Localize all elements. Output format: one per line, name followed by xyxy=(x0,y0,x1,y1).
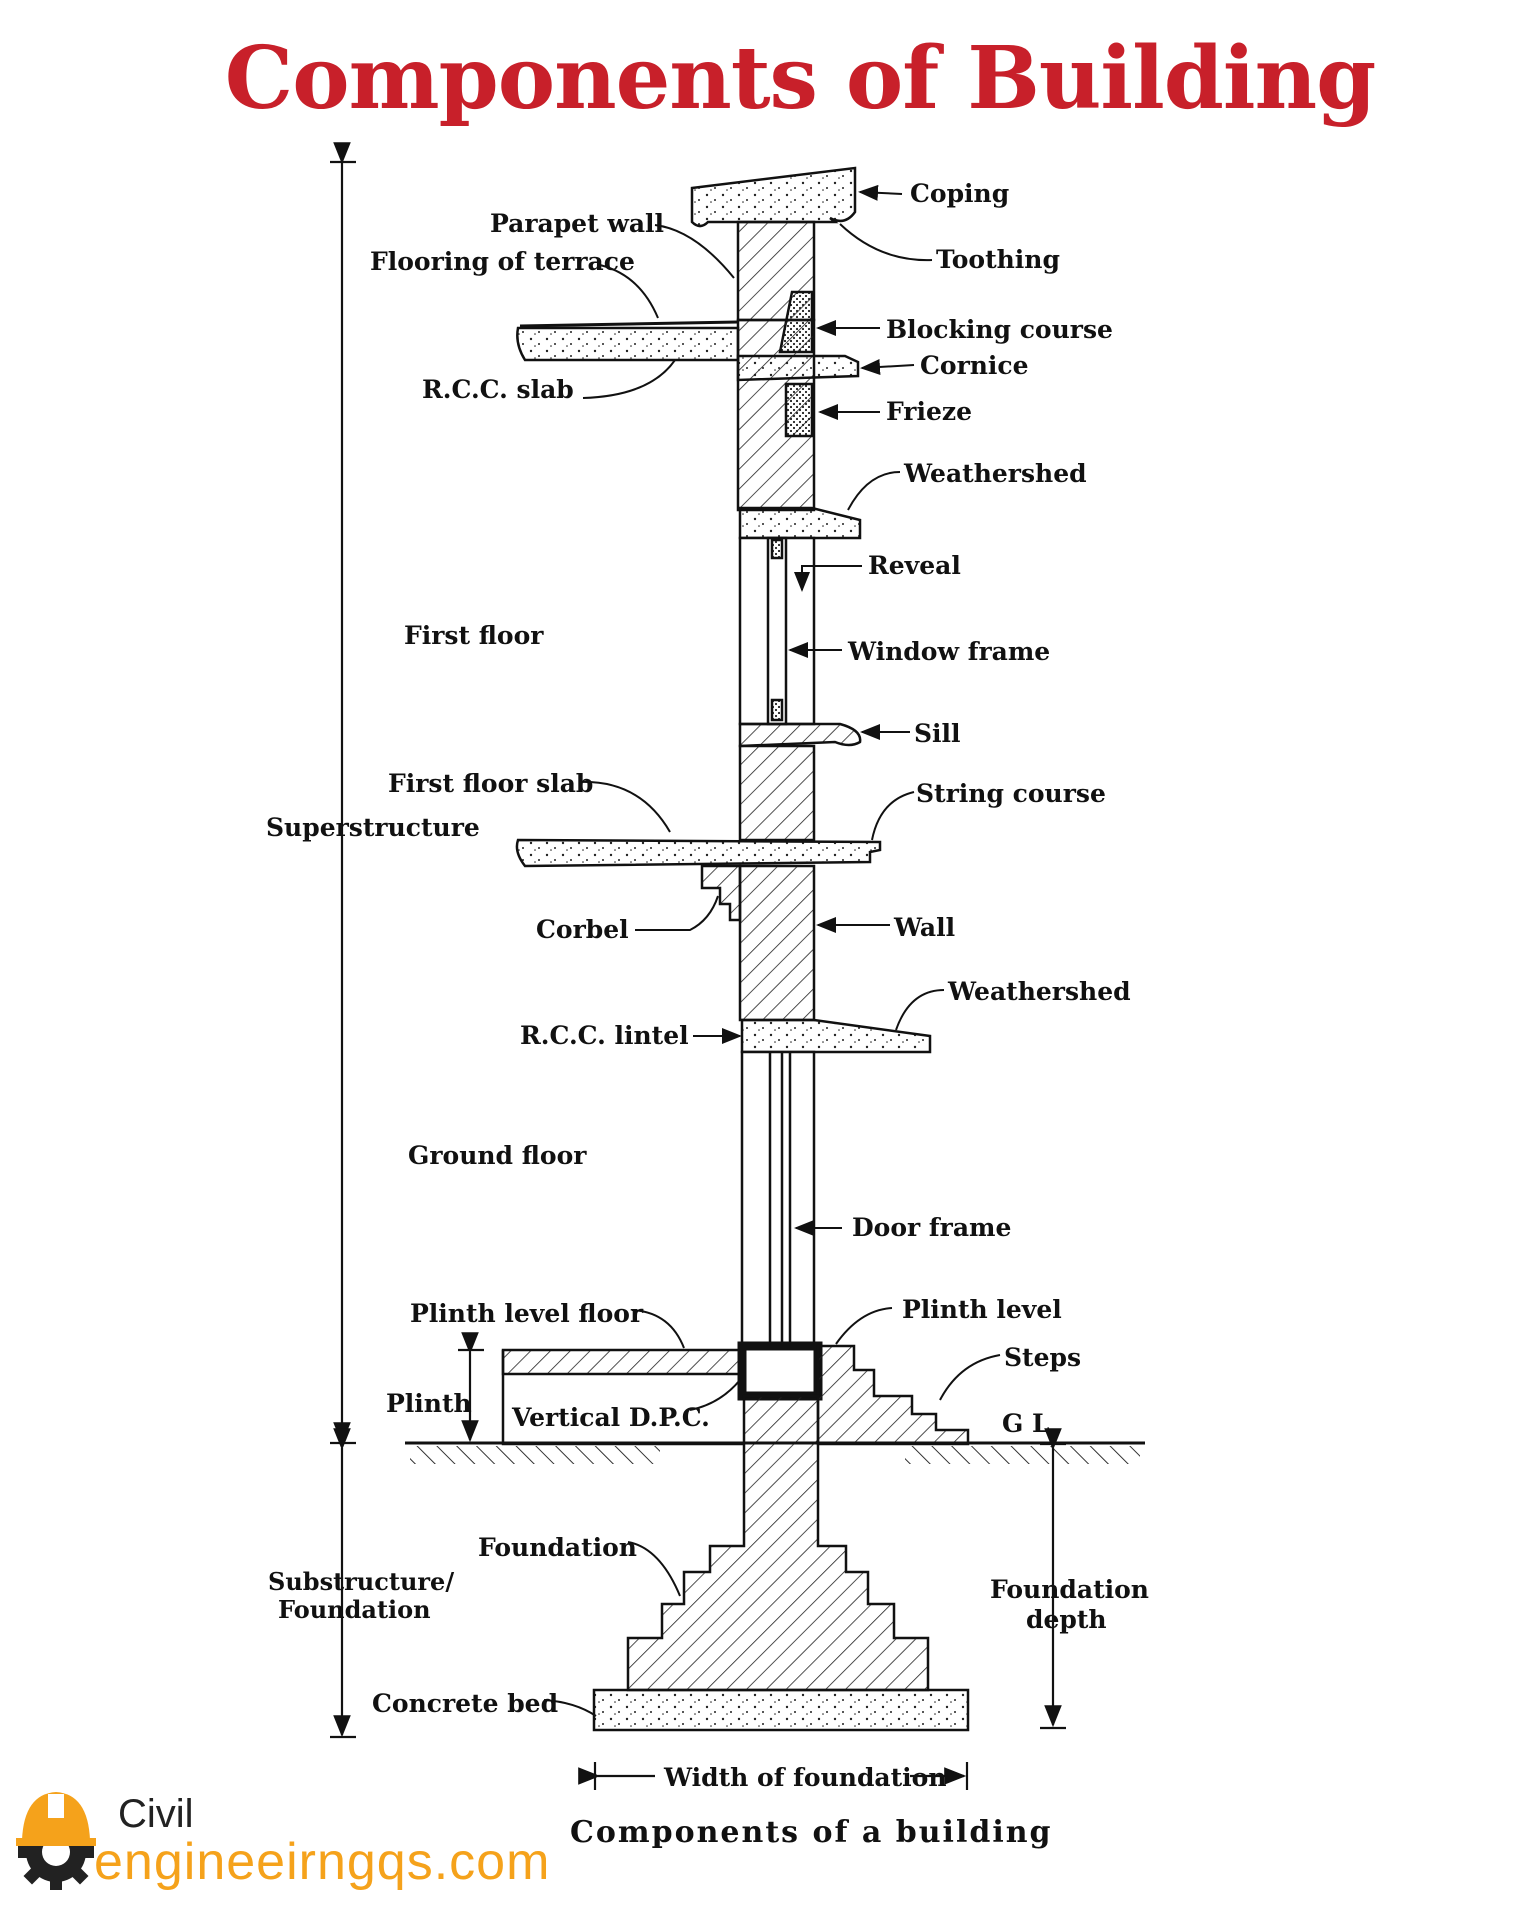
label-width-of-foundation: Width of foundation xyxy=(663,1763,947,1792)
label-rcc-slab: R.C.C. slab xyxy=(422,375,574,404)
corbel-shape xyxy=(700,864,742,922)
frieze-shape xyxy=(784,382,814,438)
label-plinth-level-floor: Plinth level floor xyxy=(410,1299,644,1328)
lintel-weathershed-shape xyxy=(740,1018,932,1054)
gear-helmet-icon xyxy=(16,1792,96,1890)
label-corbel: Corbel xyxy=(536,915,629,944)
label-toothing: Toothing xyxy=(936,245,1060,274)
label-substructure-line1: Substructure/ xyxy=(268,1567,454,1596)
label-sill: Sill xyxy=(914,719,961,748)
label-rcc-lintel: R.C.C. lintel xyxy=(520,1021,689,1050)
label-gl: G L xyxy=(1002,1409,1050,1438)
label-substructure-line2: Foundation xyxy=(278,1595,431,1624)
terrace-slab-shape xyxy=(516,326,740,362)
label-first-floor-slab: First floor slab xyxy=(388,769,593,798)
window-frame-shape xyxy=(766,536,788,726)
label-coping: Coping xyxy=(910,179,1009,208)
page-title: Components of Building xyxy=(224,28,1376,129)
label-concrete-bed: Concrete bed xyxy=(372,1689,558,1718)
logo-domain-text: engineeirngqs.com xyxy=(94,1833,551,1891)
dpc-shape xyxy=(737,1341,823,1401)
label-vertical-dpc: Vertical D.P.C. xyxy=(511,1403,710,1432)
label-foundation: Foundation xyxy=(478,1533,637,1562)
wall-first-floor-shape xyxy=(738,744,816,842)
label-foundation-depth-line2: depth xyxy=(1026,1605,1107,1634)
sill-shape xyxy=(738,722,862,748)
label-superstructure: Superstructure xyxy=(266,813,480,842)
label-first-floor: First floor xyxy=(404,621,544,650)
door-zone-shape xyxy=(740,1050,816,1346)
diagram-caption: Components of a building xyxy=(570,1815,1053,1850)
coping-shape xyxy=(690,166,857,228)
site-logo: Civil engineeirngqs.com xyxy=(14,1788,549,1908)
wall-ground-floor-shape xyxy=(738,864,816,1022)
label-ground-floor: Ground floor xyxy=(408,1141,587,1170)
label-string-course: String course xyxy=(916,779,1106,808)
label-door-frame: Door frame xyxy=(852,1213,1011,1242)
label-weathershed-top: Weathershed xyxy=(903,459,1087,488)
weathershed-top-shape xyxy=(738,506,862,540)
label-wall: Wall xyxy=(893,913,955,942)
label-parapet-wall: Parapet wall xyxy=(490,209,664,238)
concrete-bed-shape xyxy=(592,1688,970,1732)
plinth-floor-shape xyxy=(501,1348,745,1376)
label-weathershed-bottom: Weathershed xyxy=(947,977,1131,1006)
label-flooring-of-terrace: Flooring of terrace xyxy=(370,247,635,276)
label-plinth: Plinth xyxy=(386,1389,472,1418)
label-cornice: Cornice xyxy=(920,351,1029,380)
cornice-shape xyxy=(736,354,860,382)
label-reveal: Reveal xyxy=(868,551,961,580)
label-steps: Steps xyxy=(1004,1343,1081,1372)
first-floor-slab-shape xyxy=(515,838,882,868)
steps-shape xyxy=(816,1344,970,1446)
label-plinth-level: Plinth level xyxy=(902,1295,1062,1324)
label-foundation-depth-line1: Foundation xyxy=(990,1575,1149,1604)
label-frieze: Frieze xyxy=(886,397,972,426)
label-window-frame: Window frame xyxy=(847,637,1050,666)
label-blocking-course: Blocking course xyxy=(886,315,1113,344)
logo-civil-text: Civil xyxy=(118,1792,194,1836)
